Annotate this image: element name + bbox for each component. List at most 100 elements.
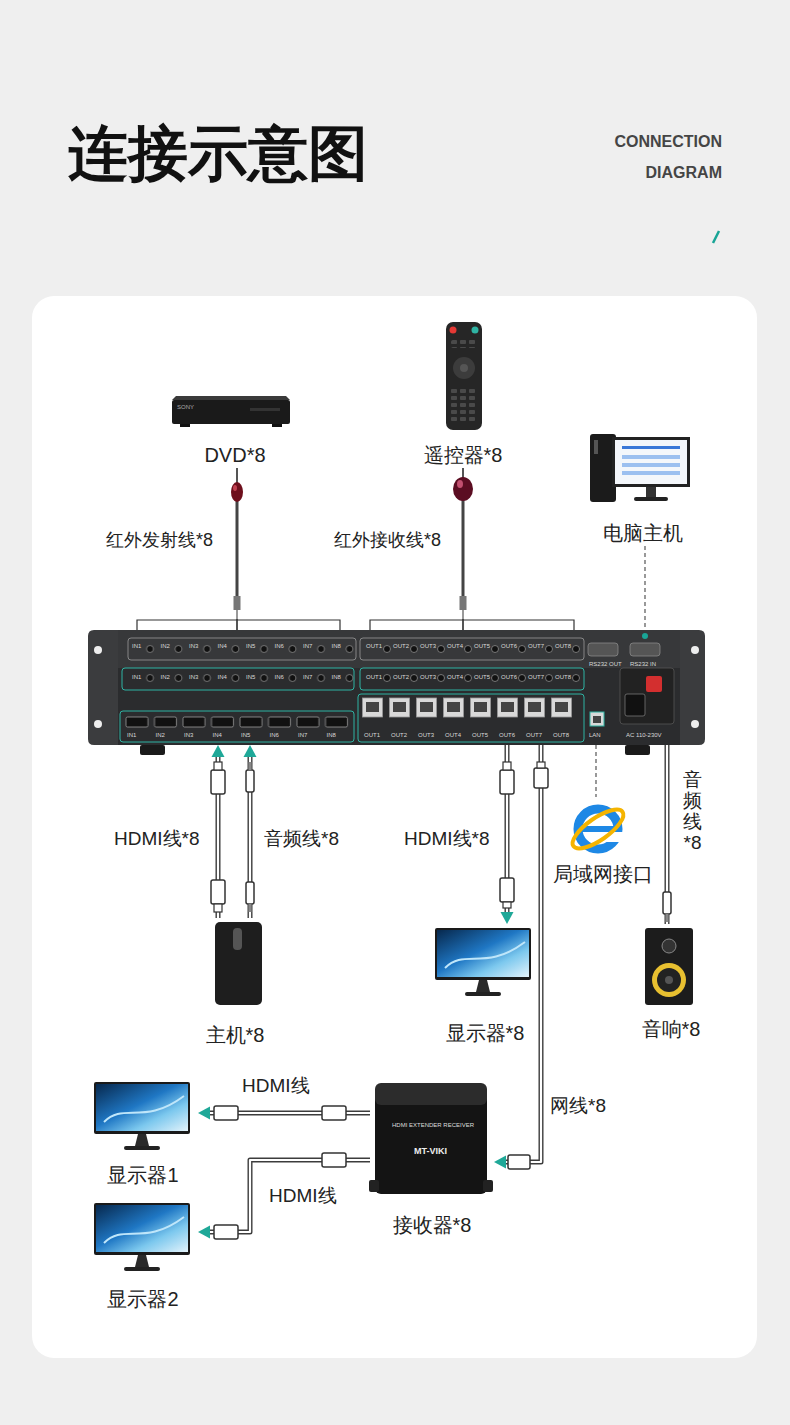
device-node: 主机*8 bbox=[190, 918, 280, 1048]
port-label: IN7 bbox=[298, 732, 307, 739]
caption-group: 接收器*8 bbox=[370, 1212, 494, 1238]
host-computer bbox=[215, 922, 262, 1005]
cable-label: 网线*8 bbox=[548, 1094, 608, 1117]
port-label: OUT2 bbox=[393, 674, 409, 681]
port-label: IN4 bbox=[218, 674, 227, 681]
caption-row: 主机*8 bbox=[190, 1022, 280, 1048]
cable-label: 红外接收线*8 bbox=[332, 529, 443, 552]
port-label: IN7 bbox=[303, 674, 312, 681]
diagram-title: 连接示意图 bbox=[68, 118, 368, 190]
port-label: OUT6 bbox=[499, 732, 515, 739]
port-label: IN5 bbox=[246, 674, 255, 681]
port-label: IN8 bbox=[332, 643, 341, 650]
cable-label: 红外发射线*8 bbox=[104, 529, 215, 552]
cable-core bbox=[208, 1160, 370, 1232]
matrix-switcher-body bbox=[88, 630, 705, 755]
cable-label: HDMI线 bbox=[267, 1184, 339, 1207]
port-label: OUT3 bbox=[418, 732, 434, 739]
device-caption: 主机*8 bbox=[206, 1022, 265, 1048]
brand-mark: MT-VIKI bbox=[414, 1146, 447, 1157]
device-caption: 遥控器*8 bbox=[424, 442, 503, 468]
port-label: OUT3 bbox=[420, 643, 436, 650]
remote-control bbox=[446, 322, 482, 430]
device-caption: 显示器1 bbox=[107, 1162, 178, 1188]
device-caption: 接收器*8 bbox=[393, 1212, 472, 1238]
port-label: IN3 bbox=[189, 674, 198, 681]
caption-row: 显示器2 bbox=[88, 1286, 198, 1312]
caption-row: 接收器*8 bbox=[370, 1212, 494, 1238]
cable-label: HDMI线*8 bbox=[402, 827, 492, 850]
port-label: OUT7 bbox=[528, 674, 544, 681]
port-label: IN7 bbox=[303, 643, 312, 650]
caption-row: 显示器*8 bbox=[430, 1020, 540, 1046]
monitor bbox=[94, 1203, 190, 1271]
device-node: 电脑主机 bbox=[580, 428, 706, 546]
port-label: IN6 bbox=[270, 732, 279, 739]
caption-group: 音响*8 bbox=[628, 1016, 714, 1042]
caption-row: 电脑主机 bbox=[580, 520, 706, 546]
dashed-link bbox=[644, 546, 645, 630]
caption-row: 音响*8 bbox=[628, 1016, 714, 1042]
arrow-head bbox=[501, 912, 514, 924]
caption-row: 遥控器*8 bbox=[405, 442, 521, 468]
device-node: 音响*8 bbox=[628, 924, 714, 1042]
device-caption: DVD*8 bbox=[204, 442, 265, 468]
computer bbox=[590, 434, 690, 502]
port-label: OUT4 bbox=[447, 674, 463, 681]
device-node: 显示器*8 bbox=[430, 924, 540, 1046]
caption-group: 显示器2 bbox=[88, 1286, 198, 1312]
subtitle-english: CONNECTION DIAGRAM bbox=[592, 126, 722, 188]
port-label: RS232 IN bbox=[630, 661, 656, 668]
arrow-head bbox=[198, 1107, 210, 1120]
port-label: OUT1 bbox=[366, 674, 382, 681]
cable-label: 音频线*8 bbox=[262, 827, 341, 850]
monitor bbox=[435, 928, 531, 996]
matrix-switcher: IN1IN2IN3IN4IN5IN6IN7IN8OUT1OUT2OUT3OUT4… bbox=[88, 630, 705, 745]
port-label: OUT1 bbox=[366, 643, 382, 650]
arrow-head bbox=[494, 1156, 506, 1169]
port-label: IN2 bbox=[156, 732, 165, 739]
port-label: OUT2 bbox=[393, 643, 409, 650]
port-label: IN6 bbox=[275, 674, 284, 681]
caption-row: 显示器1 bbox=[88, 1162, 198, 1188]
port-label: OUT8 bbox=[553, 732, 569, 739]
connector bbox=[501, 745, 514, 924]
monitor bbox=[94, 1082, 190, 1150]
port-label: IN2 bbox=[161, 674, 170, 681]
caption-group: 主机*8 bbox=[190, 1022, 280, 1048]
arrow-head bbox=[198, 1226, 210, 1239]
ir-receiver bbox=[370, 477, 574, 632]
caption-group: 显示器*8 bbox=[430, 1020, 540, 1046]
device-node: DVD*8 bbox=[165, 390, 305, 468]
port-label: OUT5 bbox=[472, 732, 488, 739]
port-label: AC 110-230V bbox=[626, 732, 662, 739]
port-label: IN5 bbox=[241, 732, 250, 739]
product-label: HDMI EXTENDER RECEIVER bbox=[392, 1122, 474, 1129]
caption-row: 局域网接口 bbox=[545, 861, 660, 887]
lan-icon bbox=[567, 803, 629, 855]
port-label: IN8 bbox=[327, 732, 336, 739]
caption-row: DVD*8 bbox=[165, 442, 305, 468]
caption-group: 局域网接口 bbox=[545, 861, 660, 887]
caption-group: DVD*8 bbox=[165, 442, 305, 468]
cable-label: HDMI线 bbox=[240, 1074, 312, 1097]
port-label: OUT1 bbox=[364, 732, 380, 739]
port-label: OUT5 bbox=[474, 643, 490, 650]
port-label: IN2 bbox=[161, 643, 170, 650]
connector bbox=[244, 745, 257, 918]
port-label: OUT8 bbox=[555, 674, 571, 681]
port-label: IN6 bbox=[275, 643, 284, 650]
cable-label: HDMI线*8 bbox=[112, 827, 202, 850]
device-caption: 音响*8 bbox=[642, 1016, 701, 1042]
cable-outline bbox=[208, 1160, 370, 1232]
port-label: OUT6 bbox=[501, 643, 517, 650]
device-node: 接收器*8 bbox=[370, 1080, 494, 1238]
port-label: IN8 bbox=[332, 674, 341, 681]
device-node: 局域网接口 bbox=[545, 797, 660, 887]
port-label: IN1 bbox=[132, 674, 141, 681]
accent-slash bbox=[713, 231, 719, 243]
port-label: RS232 OUT bbox=[589, 661, 622, 668]
port-label: OUT7 bbox=[528, 643, 544, 650]
